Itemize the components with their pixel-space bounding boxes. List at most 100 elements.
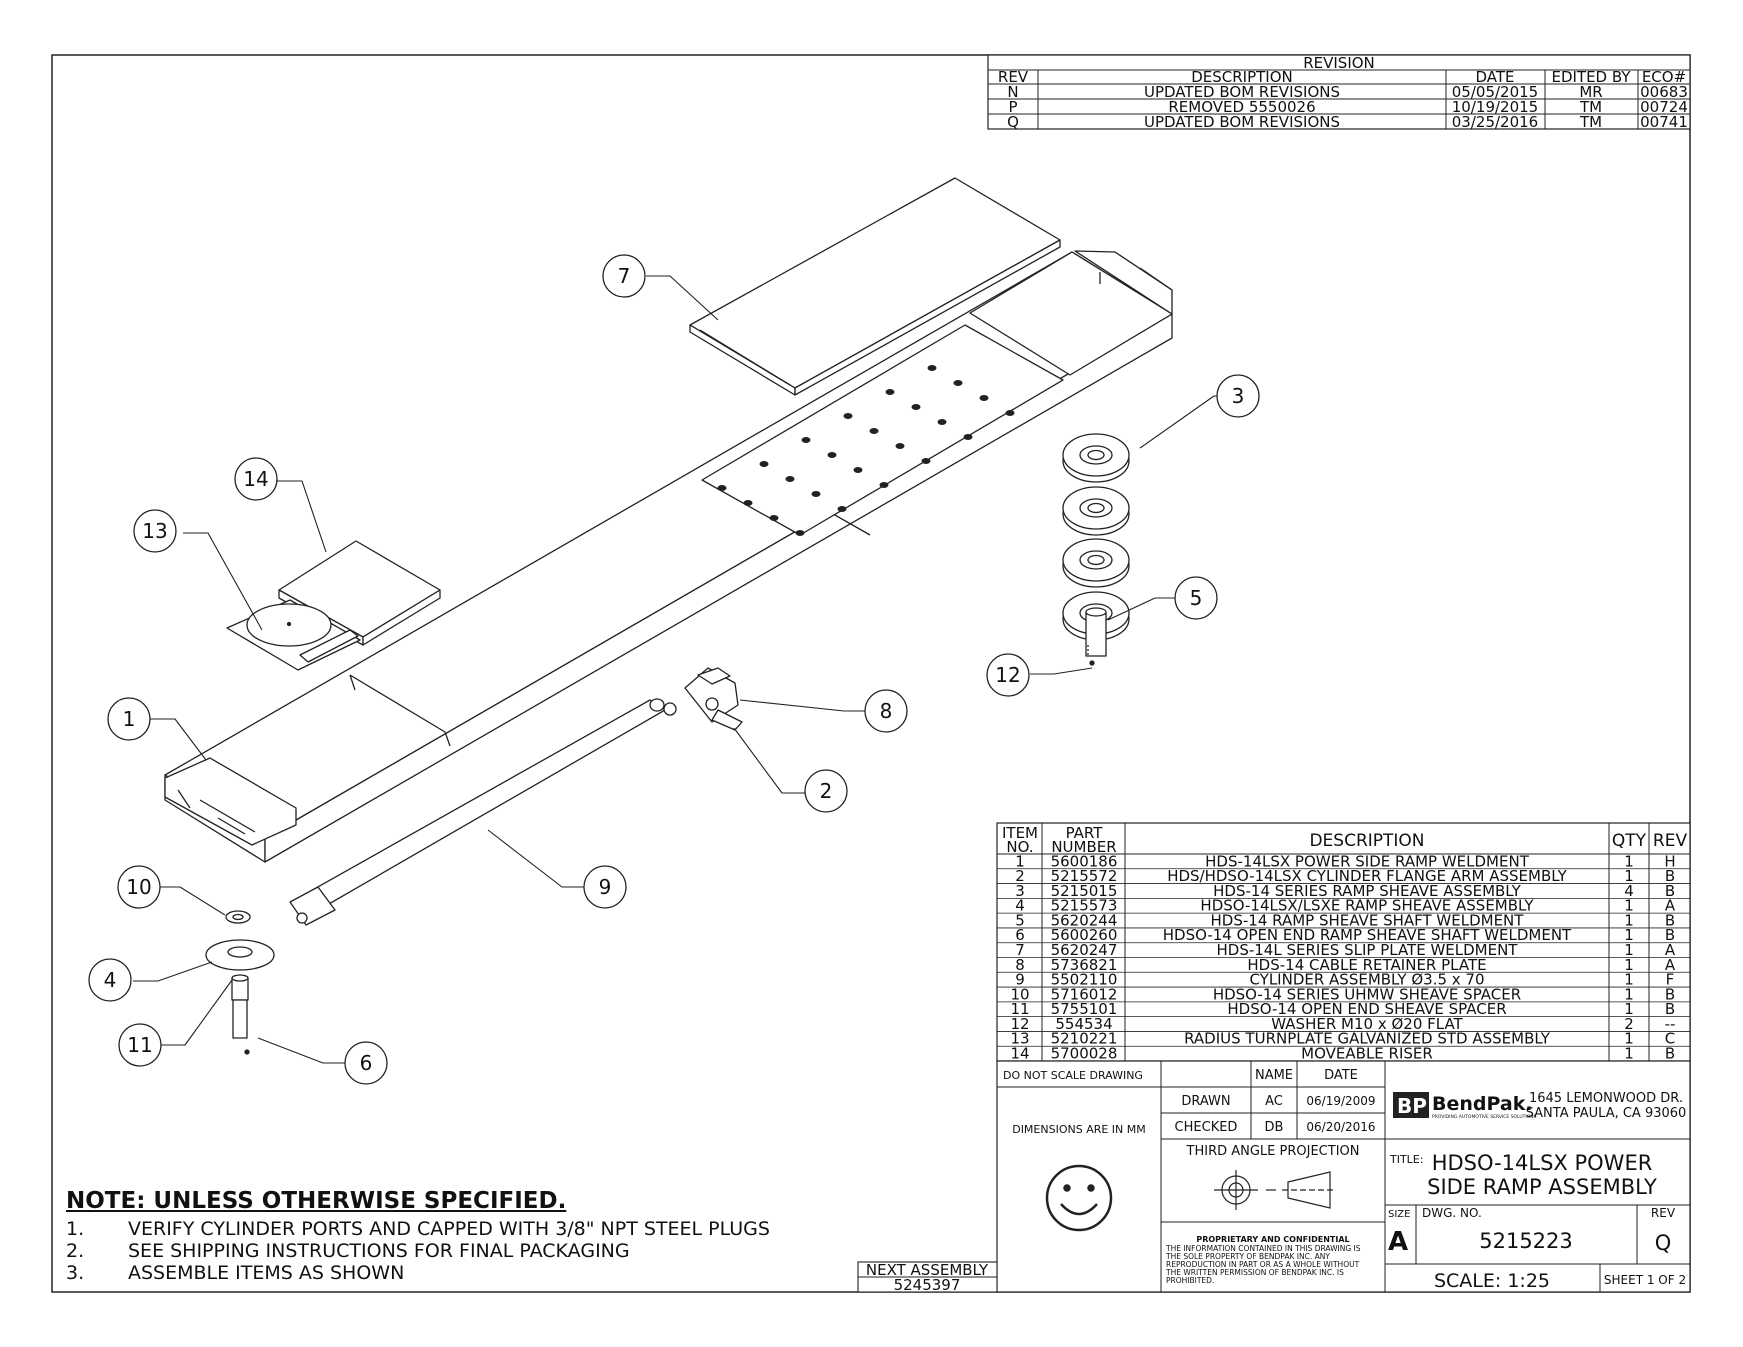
bom-cell-item: 10 [1010,985,1029,1003]
bom-cell-qty: 1 [1624,1000,1634,1018]
bom-cell-item: 8 [1015,956,1025,974]
proprietary-line: THE SOLE PROPERTY OF BENDPAK INC. ANY [1165,1252,1330,1261]
svg-text:BP: BP [1397,1094,1427,1118]
notes-title: NOTE: UNLESS OTHERWISE SPECIFIED. [66,1188,567,1214]
rev-cell-rev: P [1008,98,1017,116]
rev-header-rev: REV [998,68,1029,86]
sheet-value: SHEET 1 OF 2 [1604,1273,1686,1287]
ramp-weldment [164,250,1173,863]
bom-header-description: DESCRIPTION [1309,831,1424,851]
rev-cell-date: 03/25/2016 [1452,113,1538,131]
address-line-2: SANTA PAULA, CA 93060 [1526,1106,1687,1121]
balloon-item-1: 1 [107,697,151,741]
bill-of-materials: ITEM NO. PART NUMBER DESCRIPTION QTY REV… [996,822,1691,1063]
perforation-hole [837,506,847,512]
bom-cell-description: HDS-14 CABLE RETAINER PLATE [1247,956,1486,974]
bom-cell-description: HDSO-14 OPEN END SHEAVE SPACER [1227,1000,1506,1018]
perforation-hole [953,380,963,386]
bom-cell-qty: 4 [1624,882,1634,900]
rev-cell-date: 10/19/2015 [1452,98,1538,116]
bom-header-qty: QTY [1612,831,1647,851]
bom-cell-rev: B [1665,882,1675,900]
size-value: A [1388,1227,1408,1257]
rev-cell-edited-by: TM [1579,98,1602,116]
balloon-number: 13 [142,519,167,543]
bom-cell-description: HDSO-14 SERIES UHMW SHEAVE SPACER [1213,985,1521,1003]
next-assembly-label: NEXT ASSEMBLY [866,1261,989,1279]
bom-cell-item: 1 [1015,852,1025,870]
open-end-parts [205,910,275,1055]
bom-cell-description: HDSO-14LSX/LSXE RAMP SHEAVE ASSEMBLY [1200,897,1534,915]
bom-cell-part-number: 5215572 [1051,867,1118,885]
proprietary-line: REPRODUCTION IN PART OR AS A WHOLE WITHO… [1166,1260,1360,1269]
perforation-hole [743,500,753,506]
notes-list: 1.VERIFY CYLINDER PORTS AND CAPPED WITH … [66,1218,846,1284]
dwg-no-value: 5215223 [1479,1229,1573,1253]
perforation-hole [979,395,989,401]
bom-cell-description: HDS-14LSX POWER SIDE RAMP WELDMENT [1205,852,1530,870]
checked-name: DB [1265,1120,1284,1135]
rev-cell-edited-by: TM [1579,113,1602,131]
perforation-hole [717,485,727,491]
balloon-number: 5 [1190,586,1203,610]
title-block: DO NOT SCALE DRAWING DIMENSIONS ARE IN M… [996,1060,1691,1293]
bendpak-logo: BP BendPak. PROVIDING AUTOMOTIVE SERVICE… [1393,1092,1537,1120]
rev-header-eco: ECO# [1642,68,1686,86]
bom-header-part-line1: PART [1066,824,1104,842]
bom-header-item-line1: ITEM [1002,824,1038,842]
balloon-item-11: 11 [118,1023,162,1067]
balloon-number: 1 [123,707,136,731]
perforated-plate [701,324,1064,536]
bom-cell-rev: B [1665,985,1675,1003]
date-column-label: DATE [1324,1068,1358,1083]
bom-cell-qty: 1 [1624,926,1634,944]
bom-cell-rev: B [1665,926,1675,944]
bom-cell-part-number: 5215015 [1051,882,1118,900]
balloon-number: 8 [880,699,893,723]
bom-cell-description: HDS-14 SERIES RAMP SHEAVE ASSEMBLY [1213,882,1522,900]
bom-cell-part-number: 5210221 [1051,1030,1118,1048]
rev-header-edited: EDITED BY [1551,68,1631,86]
address-line-1: 1645 LEMONWOOD DR. [1529,1091,1683,1106]
bom-cell-item: 14 [1010,1045,1029,1063]
bom-cell-rev: -- [1665,1015,1676,1033]
logo-wordmark: BendPak. [1432,1093,1533,1115]
checked-label: CHECKED [1175,1120,1238,1135]
note-item: 2.SEE SHIPPING INSTRUCTIONS FOR FINAL PA… [66,1240,630,1262]
rev-cell-description: UPDATED BOM REVISIONS [1144,83,1340,101]
perforation-hole [963,434,973,440]
note-item: 1.VERIFY CYLINDER PORTS AND CAPPED WITH … [66,1218,770,1240]
bom-cell-part-number: 5502110 [1051,971,1118,989]
next-assembly-value: 5245397 [894,1276,961,1294]
cylinder [289,698,677,926]
rev-cell-eco: 00724 [1640,98,1688,116]
bom-cell-part-number: 5620244 [1051,911,1118,929]
rev-cell-date: 05/05/2015 [1452,83,1538,101]
slip-plate [689,177,1061,396]
bom-cell-item: 11 [1010,1000,1029,1018]
balloon-number: 6 [360,1051,373,1075]
bom-cell-rev: B [1665,867,1675,885]
dimensions-note: DIMENSIONS ARE IN MM [1012,1123,1146,1136]
bom-cell-part-number: 5600260 [1051,926,1118,944]
balloon-item-12: 12 [986,653,1030,697]
name-column-label: NAME [1255,1068,1293,1083]
perforation-hole [1005,410,1015,416]
balloon-number: 2 [820,779,833,803]
rev-label: REV [1651,1206,1676,1220]
bom-cell-part-number: 5620247 [1051,941,1118,959]
bom-cell-qty: 1 [1624,971,1634,989]
bom-cell-description: HDSO-14 OPEN END RAMP SHEAVE SHAFT WELDM… [1163,926,1572,944]
turnplate [226,599,361,671]
drawn-name: AC [1265,1094,1283,1109]
balloon-number: 7 [618,264,631,288]
revision-block: REVISION REV DESCRIPTION DATE EDITED BY … [987,54,1691,131]
bom-cell-rev: B [1665,1045,1675,1063]
rev-cell-description: UPDATED BOM REVISIONS [1144,113,1340,131]
sheave-shaft [1085,607,1107,666]
bom-cell-item: 12 [1010,1015,1029,1033]
balloon-item-4: 4 [88,958,132,1002]
bom-cell-part-number: 5215573 [1051,897,1118,915]
